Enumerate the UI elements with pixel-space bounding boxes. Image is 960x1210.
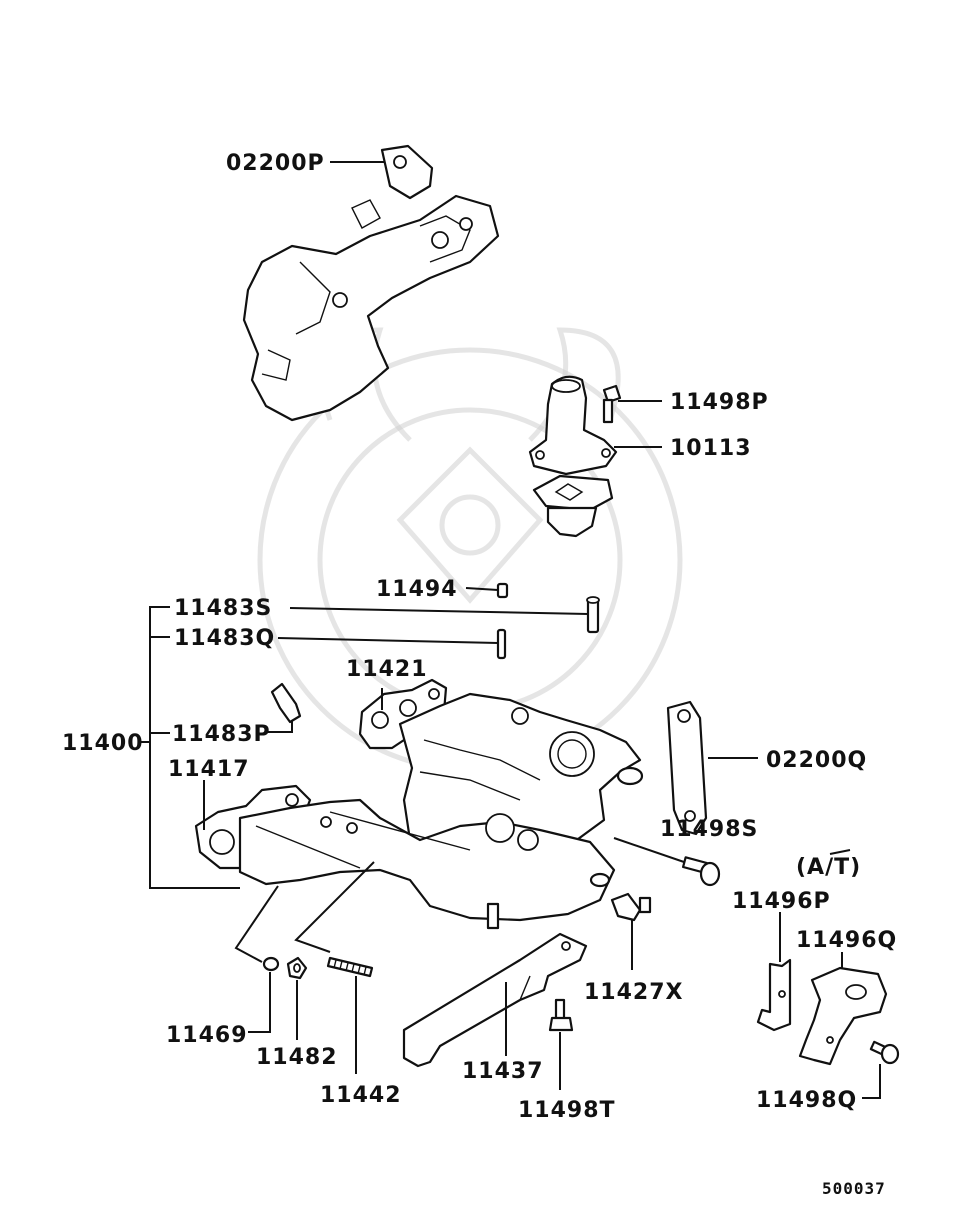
pin-11483s (586, 596, 600, 634)
label-11417: 11417 (168, 757, 250, 782)
bolt-11498p (602, 384, 622, 424)
label-11483q: 11483Q (174, 626, 275, 651)
label-11498t: 11498T (518, 1098, 616, 1123)
washer-11469 (262, 956, 280, 972)
label-11469: 11469 (166, 1023, 248, 1048)
label-at: (A/T) (796, 855, 861, 880)
label-11427x: 11427X (584, 980, 684, 1005)
pin-11483q (496, 628, 507, 660)
label-11482: 11482 (256, 1045, 338, 1070)
bolt-11498s (681, 856, 721, 887)
bracket-11496p (756, 958, 792, 1032)
label-11421: 11421 (346, 657, 428, 682)
leader-lines (138, 161, 881, 1099)
fitting-11483p (270, 682, 302, 724)
bolt-11498t (548, 998, 574, 1032)
bracket-11496q (798, 966, 888, 1066)
bolt-11498q (869, 1040, 900, 1065)
pin-11494 (496, 582, 509, 599)
label-11498p: 11498P (670, 390, 769, 415)
label-11496q: 11496Q (796, 928, 897, 953)
exhaust-manifold-upper (242, 144, 500, 422)
label-02200q: 02200Q (766, 748, 867, 773)
label-11437: 11437 (462, 1059, 544, 1084)
diagram-code: 500037 (822, 1179, 886, 1198)
label-02200p: 02200P (226, 151, 325, 176)
label-11400: 11400 (62, 731, 144, 756)
stud-11442 (326, 956, 374, 978)
thermostat-housing (528, 375, 618, 538)
label-11483s: 11483S (174, 596, 272, 621)
part-labels: 02200P 11498P 10113 11494 11483S 11483Q … (62, 151, 897, 1198)
label-11483p: 11483P (172, 722, 271, 747)
bracket-02200q (666, 700, 708, 836)
stay-11437 (402, 932, 588, 1068)
label-11498s: 11498S (660, 817, 758, 842)
label-11442: 11442 (320, 1083, 402, 1108)
intake-manifold (194, 678, 644, 930)
label-11498q: 11498Q (756, 1088, 857, 1113)
label-11496p: 11496P (732, 889, 831, 914)
label-11494: 11494 (376, 577, 458, 602)
label-10113: 10113 (670, 436, 752, 461)
sensor-11427x (610, 892, 652, 922)
nut-11482 (286, 956, 308, 980)
